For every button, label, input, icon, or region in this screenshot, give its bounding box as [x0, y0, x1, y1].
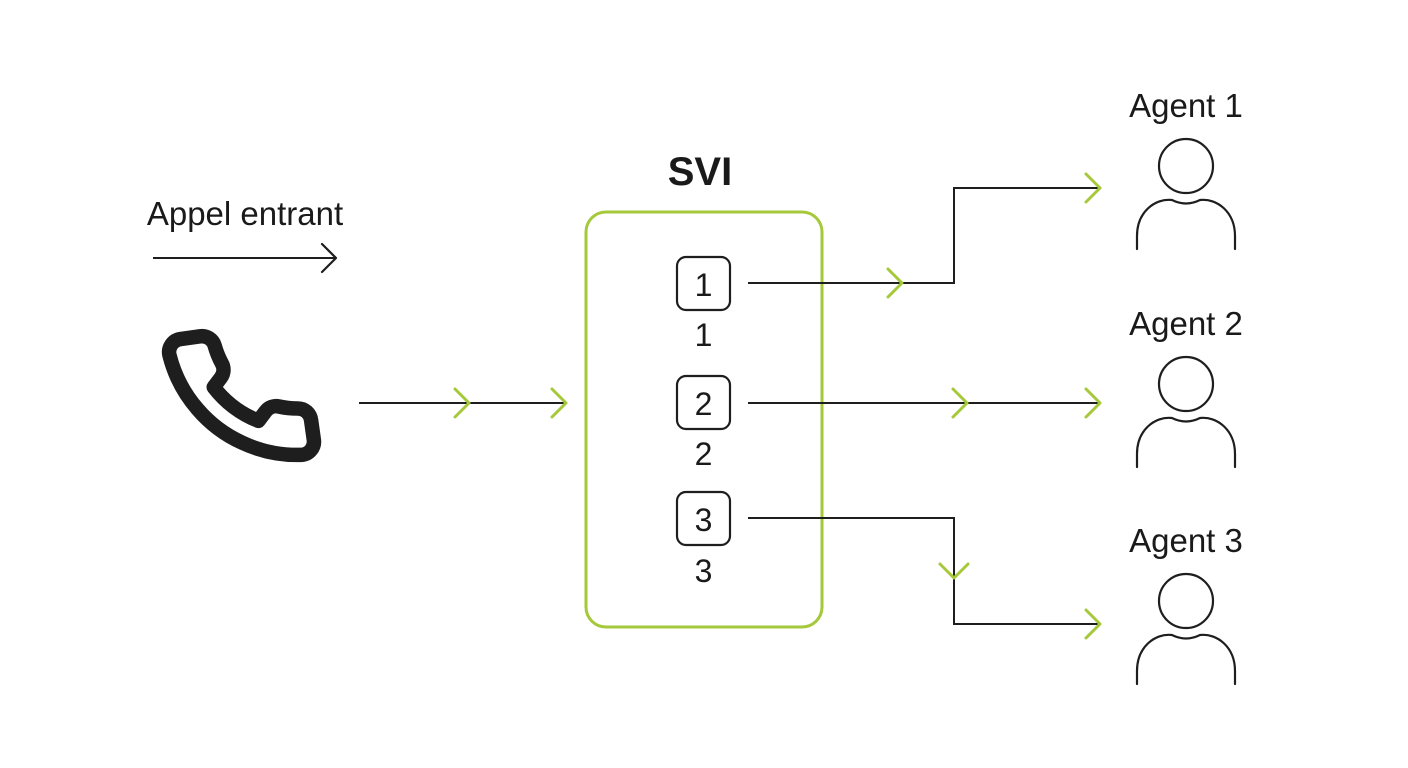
svi-key-2-caption: 2	[695, 436, 713, 472]
agent-1-label: Agent 1	[1129, 87, 1243, 124]
route-key1-to-agent1	[748, 172, 1102, 299]
agent-2-label: Agent 2	[1129, 305, 1243, 342]
agent-3-label: Agent 3	[1129, 522, 1243, 559]
svi-box	[584, 210, 824, 629]
incoming-arrow	[153, 242, 338, 274]
svi-key-1-caption: 1	[695, 317, 713, 353]
svi-key-2: 2	[675, 374, 732, 431]
svi-key-1-label: 1	[695, 267, 713, 303]
svi-key-3: 3	[675, 490, 732, 547]
person-icon	[1135, 137, 1237, 251]
phone-to-svi-connector	[359, 387, 568, 419]
svi-key-1: 1	[675, 255, 732, 312]
route-key2-to-agent2	[748, 387, 1102, 419]
svi-key-2-label: 2	[695, 386, 713, 422]
incoming-call-label: Appel entrant	[147, 195, 343, 232]
svi-title: SVI	[668, 150, 732, 194]
svi-key-3-caption: 3	[695, 553, 713, 589]
person-icon	[1135, 355, 1237, 469]
route-key3-to-agent3	[748, 517, 1102, 640]
svi-key-3-label: 3	[695, 502, 713, 538]
person-icon	[1135, 572, 1237, 686]
phone-handset-icon	[161, 328, 322, 463]
